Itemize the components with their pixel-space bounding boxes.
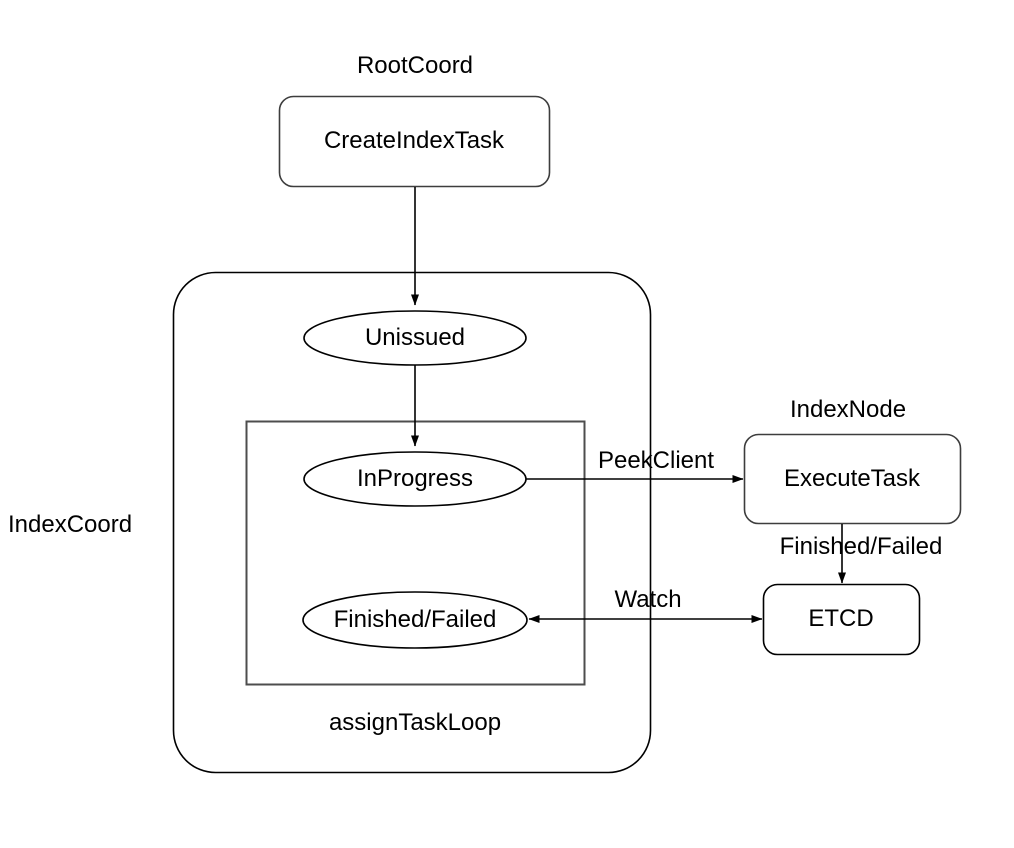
group-label-indexnode: IndexNode xyxy=(789,396,907,423)
node-execute-task-shape[interactable] xyxy=(743,433,962,525)
container-label-indexcoord: IndexCoord xyxy=(8,511,133,538)
node-etcd-shape[interactable] xyxy=(762,583,921,656)
node-finished-failed-state-shape[interactable] xyxy=(302,591,528,649)
container-indexcoord xyxy=(172,271,652,774)
edge-label-peekclient: PeekClient xyxy=(597,447,715,474)
node-unissued-shape[interactable] xyxy=(303,310,527,366)
container-label-assigntaskloop: assignTaskLoop xyxy=(328,709,502,736)
node-create-index-task-shape[interactable] xyxy=(278,95,551,188)
node-inprogress-shape[interactable] xyxy=(303,451,527,507)
group-label-rootcoord: RootCoord xyxy=(356,52,474,79)
edge-label-finished-failed: Finished/Failed xyxy=(779,533,943,560)
edge-label-watch: Watch xyxy=(614,586,682,613)
